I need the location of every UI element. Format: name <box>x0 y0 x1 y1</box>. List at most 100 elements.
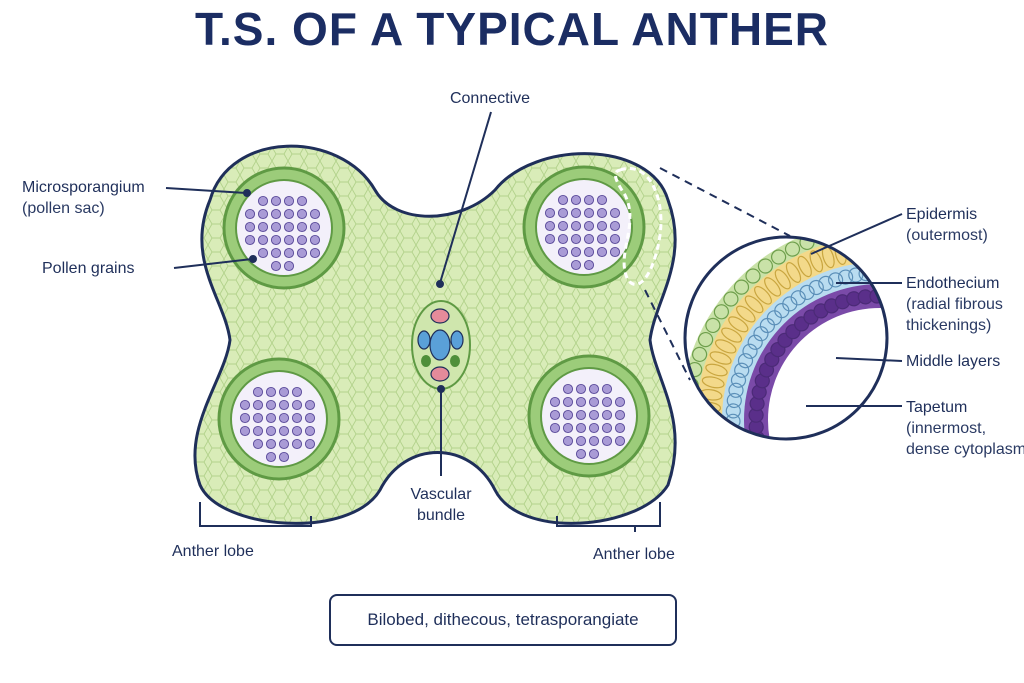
pollen-grain <box>557 220 569 232</box>
wall-cell <box>685 409 696 425</box>
pollen-grain <box>570 207 582 219</box>
wall-cell <box>697 332 714 348</box>
pollen-grain <box>257 195 269 207</box>
pollen-grain <box>601 396 613 408</box>
pollen-grain <box>557 207 569 219</box>
wall-cell <box>829 237 846 241</box>
pollen-grain <box>252 386 264 398</box>
pollen-grain <box>291 399 303 411</box>
pollen-grain <box>614 409 626 421</box>
pollen-grain <box>588 409 600 421</box>
caption-text: Bilobed, dithecous, tetrasporangiate <box>367 610 639 629</box>
pollen-grain <box>570 233 582 245</box>
pollen-grain <box>562 396 574 408</box>
pollen-grain <box>596 233 608 245</box>
wall-cell <box>734 362 750 378</box>
wall-cell <box>713 304 730 320</box>
vascular-bundle <box>411 300 471 390</box>
leader-lines <box>165 111 903 532</box>
pollen-grain <box>583 259 595 271</box>
wall-cell <box>721 327 743 343</box>
pollen-grain <box>609 246 621 258</box>
pollen-grain <box>575 422 587 434</box>
wall-cell <box>705 317 721 333</box>
pollen-grain <box>296 221 308 233</box>
wall-cell <box>737 353 754 369</box>
pollen-grain <box>557 194 569 206</box>
pollen-grain <box>309 208 321 220</box>
wall-cell <box>728 316 749 333</box>
label-microsporangium: Microsporangium (pollen sac) <box>22 179 145 217</box>
pollen-grain <box>257 221 269 233</box>
pollen-grain <box>596 220 608 232</box>
pollen-grain <box>257 247 269 259</box>
pollen-grain <box>283 195 295 207</box>
pollen-grain <box>557 233 569 245</box>
pollen-grain <box>304 412 316 424</box>
wall-cell <box>753 326 769 342</box>
pollen-grain <box>562 383 574 395</box>
wall-cell <box>705 363 728 377</box>
wall-cell <box>744 295 764 314</box>
pollen-grain <box>601 422 613 434</box>
pollen-grain <box>270 260 282 272</box>
wall-cell <box>797 255 812 278</box>
pollen-grain <box>283 247 295 259</box>
pollen-grain <box>244 208 256 220</box>
pollen-grain <box>265 425 277 437</box>
wall-cell <box>725 403 741 419</box>
wall-cell <box>709 351 732 365</box>
pollen-grain <box>588 422 600 434</box>
pollen-grain <box>562 409 574 421</box>
wall-cell <box>785 262 802 283</box>
pollen-grain <box>239 425 251 437</box>
wall-cell <box>879 265 887 281</box>
pollen-grain <box>588 396 600 408</box>
pollen-grain <box>609 207 621 219</box>
wall-cell <box>697 414 721 426</box>
pollen-grain <box>291 386 303 398</box>
zoom-connector-bottom <box>644 289 691 381</box>
wall-cell <box>774 303 790 319</box>
microsporangium-upper-right <box>522 165 646 289</box>
wall-cell <box>799 284 815 300</box>
pollen-grain <box>270 195 282 207</box>
wall-cell <box>727 434 743 439</box>
pollen-grain <box>265 412 277 424</box>
zoom-connector-top <box>659 167 791 237</box>
wall-cell <box>697 427 722 439</box>
pollen-grain <box>562 422 574 434</box>
wall-cell <box>701 376 725 389</box>
pollen-grain <box>283 260 295 272</box>
wall-cell <box>889 266 905 282</box>
wall-cell <box>1015 322 1024 342</box>
wall-cell <box>682 441 698 457</box>
pollen-grain <box>296 208 308 220</box>
pollen-grain <box>544 220 556 232</box>
pollen-grain <box>557 246 569 258</box>
pollen-grain <box>596 246 608 258</box>
pollen-grain <box>257 234 269 246</box>
pollen-grain <box>283 208 295 220</box>
pollen-grain <box>601 383 613 395</box>
wall-cell <box>723 291 739 307</box>
wall-cell <box>1015 284 1024 304</box>
pollen-grain <box>278 386 290 398</box>
pollen-grain <box>309 247 321 259</box>
pollen-grain <box>575 409 587 421</box>
pollen-grain <box>583 207 595 219</box>
label-anther-lobe-right: Anther lobe <box>593 546 675 563</box>
wall-cell <box>685 425 697 439</box>
wall-cell <box>932 248 949 272</box>
page-title: T.S. OF A TYPICAL ANTHER <box>195 3 829 55</box>
wall-cell <box>691 346 708 362</box>
label-tapetum: Tapetum (innermost, dense cytoplasm) <box>906 399 1024 458</box>
pollen-grain <box>265 438 277 450</box>
pollen-grain <box>562 435 574 447</box>
wall-cell <box>1004 273 1024 293</box>
wall-cell <box>754 285 772 305</box>
wall-cell <box>747 334 763 350</box>
pollen-grain <box>278 412 290 424</box>
pollen-grains <box>239 194 626 463</box>
label-epidermis: Epidermis (outermost) <box>906 206 988 244</box>
